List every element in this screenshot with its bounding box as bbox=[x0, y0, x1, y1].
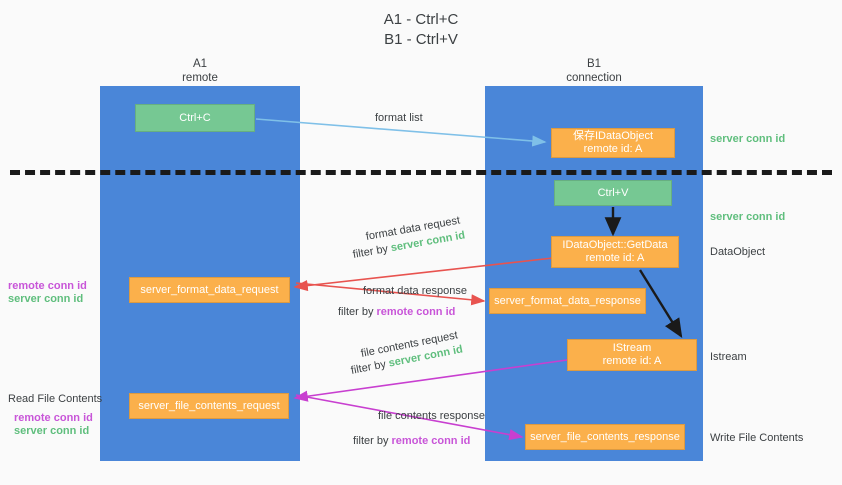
node-server-format-data-response[interactable]: server_format_data_response bbox=[489, 288, 646, 314]
edge-label-file-contents-response: file contents response bbox=[378, 410, 486, 422]
lane-header-b1-sub: connection bbox=[566, 71, 622, 84]
filter-prefix: filter by bbox=[351, 242, 392, 261]
phase-separator bbox=[10, 170, 832, 175]
lane-header-a1-sub: remote bbox=[182, 71, 218, 84]
node-istream[interactable]: IStream remote id: A bbox=[567, 339, 697, 371]
edge-label-file-contents-response-filter: filter by remote conn id bbox=[353, 434, 470, 448]
filter-value-remote-conn-id: remote conn id bbox=[376, 306, 456, 318]
node-server-format-data-request-label: server_format_data_request bbox=[140, 283, 279, 296]
node-server-format-data-request[interactable]: server_format_data_request bbox=[129, 277, 290, 303]
node-save-dataobject[interactable]: 保存IDataObject remote id: A bbox=[551, 128, 675, 158]
left-label-remote-conn-id-2: remote conn id bbox=[14, 412, 93, 424]
left-label-read-file-contents: Read File Contents bbox=[8, 393, 103, 405]
lane-header-a1: A1 remote bbox=[110, 58, 290, 85]
node-getdata-line2: remote id: A bbox=[585, 252, 645, 264]
filter-prefix: filter by bbox=[338, 306, 377, 318]
lane-header-b1-name: B1 bbox=[586, 58, 602, 70]
node-istream-line2: remote id: A bbox=[602, 355, 662, 367]
edge-label-format-data-response: format data response bbox=[363, 285, 467, 297]
node-server-file-contents-response[interactable]: server_file_contents_response bbox=[525, 424, 685, 450]
filter-prefix: filter by bbox=[353, 435, 392, 447]
node-save-dataobject-line2: remote id: A bbox=[583, 143, 643, 155]
node-getdata-line1: IDataObject::GetData bbox=[562, 239, 668, 251]
node-getdata[interactable]: IDataObject::GetData remote id: A bbox=[551, 236, 679, 268]
node-server-file-contents-request-label: server_file_contents_request bbox=[138, 399, 280, 412]
page-title: A1 - Ctrl+C B1 - Ctrl+V bbox=[0, 10, 842, 50]
left-label-server-conn-id-2: server conn id bbox=[14, 425, 90, 437]
right-label-server-conn-id-top: server conn id bbox=[710, 133, 786, 145]
lane-header-b1: B1 connection bbox=[504, 58, 684, 85]
node-ctrl-v[interactable]: Ctrl+V bbox=[554, 180, 672, 206]
edge-label-format-data-response-filter: filter by remote conn id bbox=[338, 305, 455, 319]
lane-header-a1-name: A1 bbox=[192, 58, 208, 70]
node-ctrl-c-label: Ctrl+C bbox=[179, 111, 211, 124]
filter-value-remote-conn-id: remote conn id bbox=[391, 435, 471, 447]
left-label-remote-conn-id-1: remote conn id bbox=[8, 280, 87, 292]
right-label-dataobject: DataObject bbox=[710, 246, 766, 258]
node-ctrl-v-label: Ctrl+V bbox=[597, 186, 629, 199]
node-server-file-contents-request[interactable]: server_file_contents_request bbox=[129, 393, 289, 419]
right-label-write-file-contents: Write File Contents bbox=[710, 432, 804, 444]
left-label-server-conn-id-1: server conn id bbox=[8, 293, 84, 305]
right-label-istream: Istream bbox=[710, 351, 747, 363]
edge-label-format-list: format list bbox=[375, 112, 423, 124]
node-server-file-contents-response-label: server_file_contents_response bbox=[530, 430, 680, 443]
node-ctrl-c[interactable]: Ctrl+C bbox=[135, 104, 255, 132]
title-line-1: A1 - Ctrl+C bbox=[383, 11, 459, 28]
node-server-format-data-response-label: server_format_data_response bbox=[494, 294, 641, 307]
filter-prefix: filter by bbox=[349, 357, 390, 377]
title-line-2: B1 - Ctrl+V bbox=[384, 31, 458, 48]
node-istream-line1: IStream bbox=[612, 342, 652, 354]
node-save-dataobject-line1: 保存IDataObject bbox=[572, 130, 654, 142]
right-label-server-conn-id-second: server conn id bbox=[710, 211, 786, 223]
